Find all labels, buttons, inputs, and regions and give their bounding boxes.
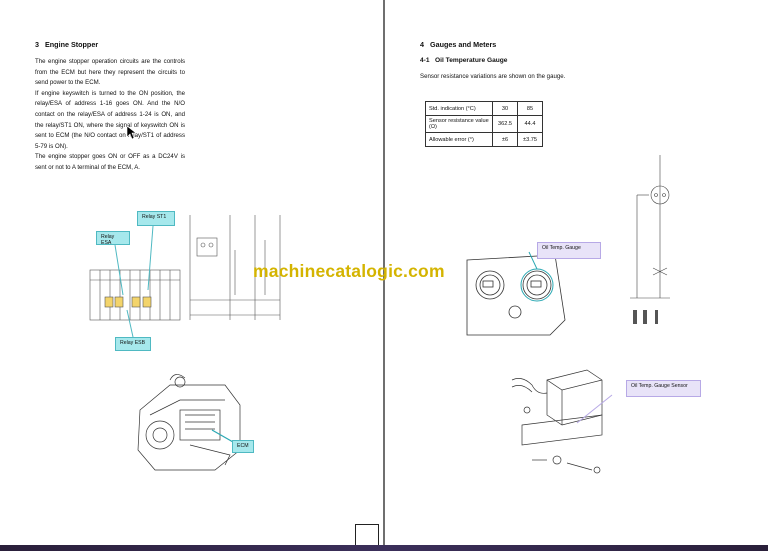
page-gutter	[383, 0, 385, 545]
callout-leader-lines	[114, 225, 154, 338]
gauge-panel-illustration	[466, 251, 566, 336]
paragraph: If engine keyswitch is turned to the ON …	[35, 89, 185, 150]
bottom-bar	[0, 545, 768, 551]
table-cell: 85	[517, 101, 543, 116]
paragraph: The engine stopper operation circuits ar…	[35, 58, 185, 87]
callout-oil-temp-gauge: Oil Temp. Gauge	[537, 242, 601, 259]
engine-stopper-text: The engine stopper operation circuits ar…	[35, 57, 185, 174]
callout-oil-temp-gauge-sensor: Oil Temp. Gauge Sensor	[626, 380, 701, 397]
table-row: Std. indication (°C) 30 85	[425, 101, 543, 116]
callout-relay-esa: Relay ESA	[96, 231, 130, 246]
left-page: 3 Engine Stopper The engine stopper oper…	[0, 0, 383, 545]
table-cell: Sensor resistance value (Ω)	[425, 115, 493, 133]
engine-illustration	[137, 374, 241, 471]
gauge-intro-text: Sensor resistance variations are shown o…	[420, 73, 566, 80]
section-heading-gauges-and-meters: 4 Gauges and Meters	[420, 40, 497, 49]
oil-temp-spec-table: Std. indication (°C) 30 85 Sensor resist…	[425, 101, 543, 147]
table-cell: ±3.75	[517, 132, 543, 147]
page-marker-box	[355, 524, 379, 546]
watermark: machinecatalogic.com	[253, 261, 445, 281]
table-cell: 362.5	[492, 115, 518, 133]
relay-wiring-diagram	[89, 215, 281, 321]
table-cell: 30	[492, 101, 518, 116]
subsection-heading-oil-temperature-gauge: 4-1 Oil Temperature Gauge	[420, 57, 508, 64]
table-cell: 44.4	[517, 115, 543, 133]
table-cell: Std. indication (°C)	[425, 101, 493, 116]
sensor-circuit-diagram	[630, 155, 670, 324]
table-cell: ±6	[492, 132, 518, 147]
callout-relay-st1: Relay ST1	[137, 211, 175, 226]
paragraph: The engine stopper goes ON or OFF as a D…	[35, 153, 185, 171]
section-heading-engine-stopper: 3 Engine Stopper	[35, 40, 99, 49]
callout-ecm: ECM	[232, 440, 254, 453]
table-row: Allowable error (°) ±6 ±3.75	[425, 132, 543, 147]
mouse-cursor-icon	[126, 125, 137, 140]
table-cell: Allowable error (°)	[425, 132, 493, 147]
right-page: 4 Gauges and Meters 4-1 Oil Temperature …	[385, 0, 768, 545]
oil-temp-sensor-illustration	[511, 369, 613, 474]
callout-relay-esb: Relay ESB	[115, 337, 151, 351]
table-row: Sensor resistance value (Ω) 362.5 44.4	[425, 115, 543, 133]
